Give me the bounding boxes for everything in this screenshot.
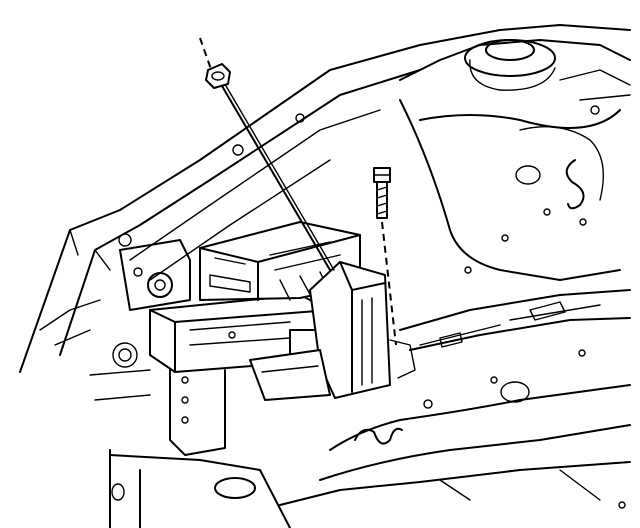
bolt-icon — [373, 167, 391, 219]
hold-down-rod — [221, 85, 331, 271]
battery-tray — [149, 221, 416, 401]
strut-tower — [399, 39, 631, 281]
nut-fastener — [199, 37, 335, 271]
lower-body-panel — [279, 289, 631, 509]
fender-panel — [19, 24, 631, 373]
nut-icon — [205, 63, 231, 89]
bolt-fastener — [373, 167, 397, 346]
